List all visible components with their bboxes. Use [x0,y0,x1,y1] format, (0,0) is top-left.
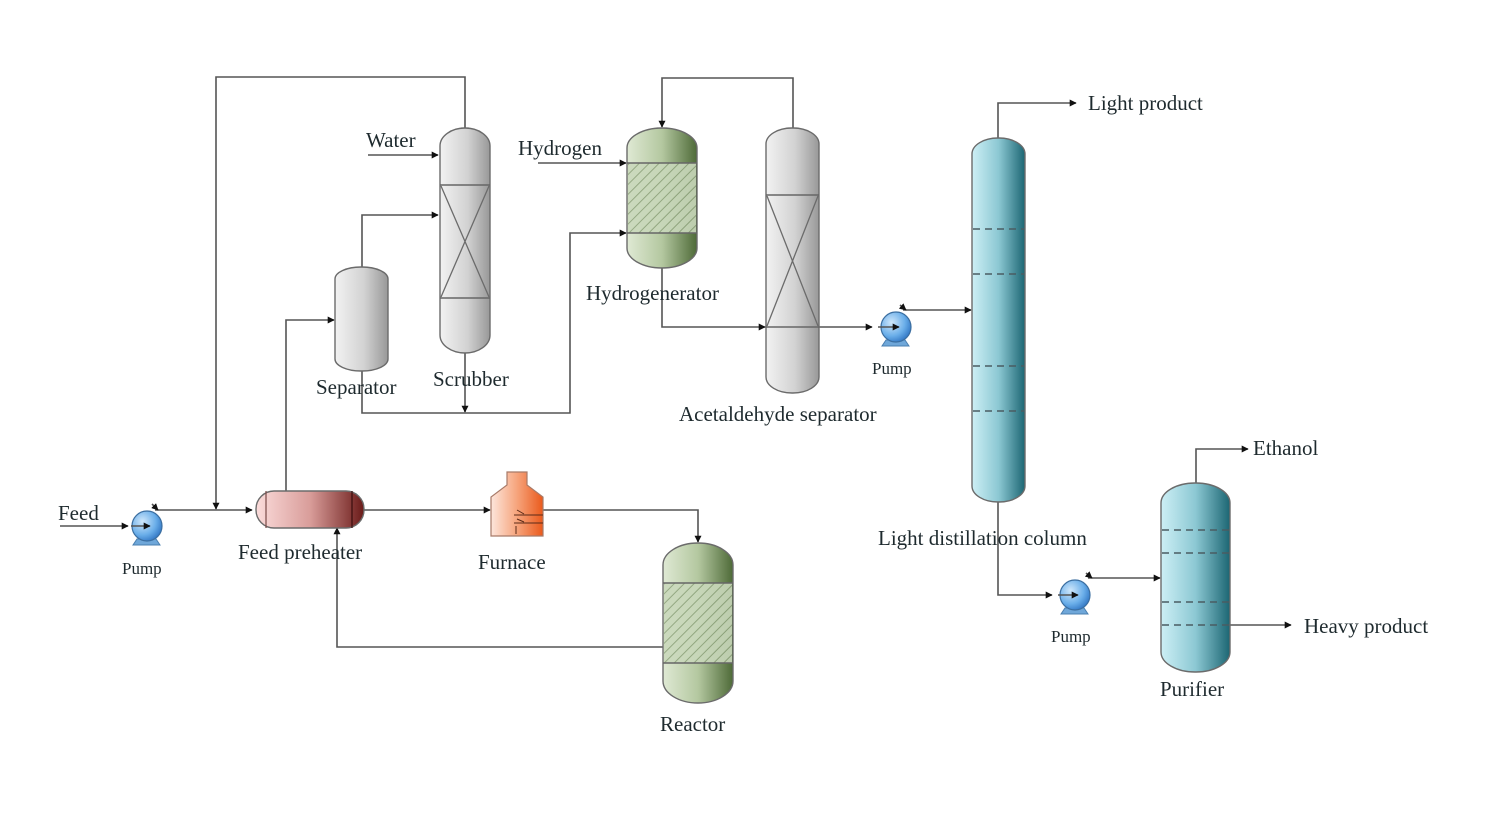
furnace[interactable] [490,471,544,537]
preheater-to-separator [285,316,335,492]
scrubber[interactable] [439,127,491,354]
ldc-to-pump3 [997,502,1053,599]
pump-2-label: Pump [872,359,912,378]
furnace-to-reactor [543,509,702,543]
liquid-to-hydrogenerator [361,229,627,414]
reactor-label: Reactor [660,712,725,736]
scrubber-label: Scrubber [433,367,509,391]
pump-3-label: Pump [1051,627,1091,646]
labels: Feed Pump Feed preheater Furnace Reactor… [58,91,1428,736]
ethanol-stream [1195,445,1249,483]
reactor-to-preheater [333,527,663,648]
acetaldehyde-recycle [658,77,794,128]
light-product-label: Light product [1088,91,1203,115]
hydrogenerator-label: Hydrogenerator [586,281,719,305]
separator[interactable] [334,266,389,372]
water-label: Water [366,128,416,152]
reactor[interactable] [662,542,734,704]
pump-1-label: Pump [122,559,162,578]
pump-3[interactable] [1058,579,1091,615]
hydrogen-label: Hydrogen [518,136,602,160]
heavy-product-label: Heavy product [1304,614,1428,638]
acetaldehyde-separator[interactable] [765,127,820,394]
feed-preheater-label: Feed preheater [238,540,362,564]
light-distillation-column[interactable] [971,137,1026,503]
acetaldehyde-separator-label: Acetaldehyde separator [679,402,877,426]
ethanol-label: Ethanol [1253,436,1318,460]
furnace-label: Furnace [478,550,546,574]
hydrogenerator[interactable] [626,127,698,269]
feed-preheater[interactable] [255,490,365,529]
hydrogenerator-to-acetsep [661,268,766,331]
separator-to-scrubber [361,211,439,267]
light-distillation-column-label: Light distillation column [878,526,1087,550]
purifier-label: Purifier [1160,677,1224,701]
purifier[interactable] [1160,482,1231,673]
scrubber-recycle [212,76,466,510]
light-product-stream [997,99,1077,140]
pump-1[interactable] [131,510,163,546]
separator-label: Separator [316,375,396,399]
feed-label: Feed [58,501,99,525]
pump-2[interactable] [878,311,912,347]
